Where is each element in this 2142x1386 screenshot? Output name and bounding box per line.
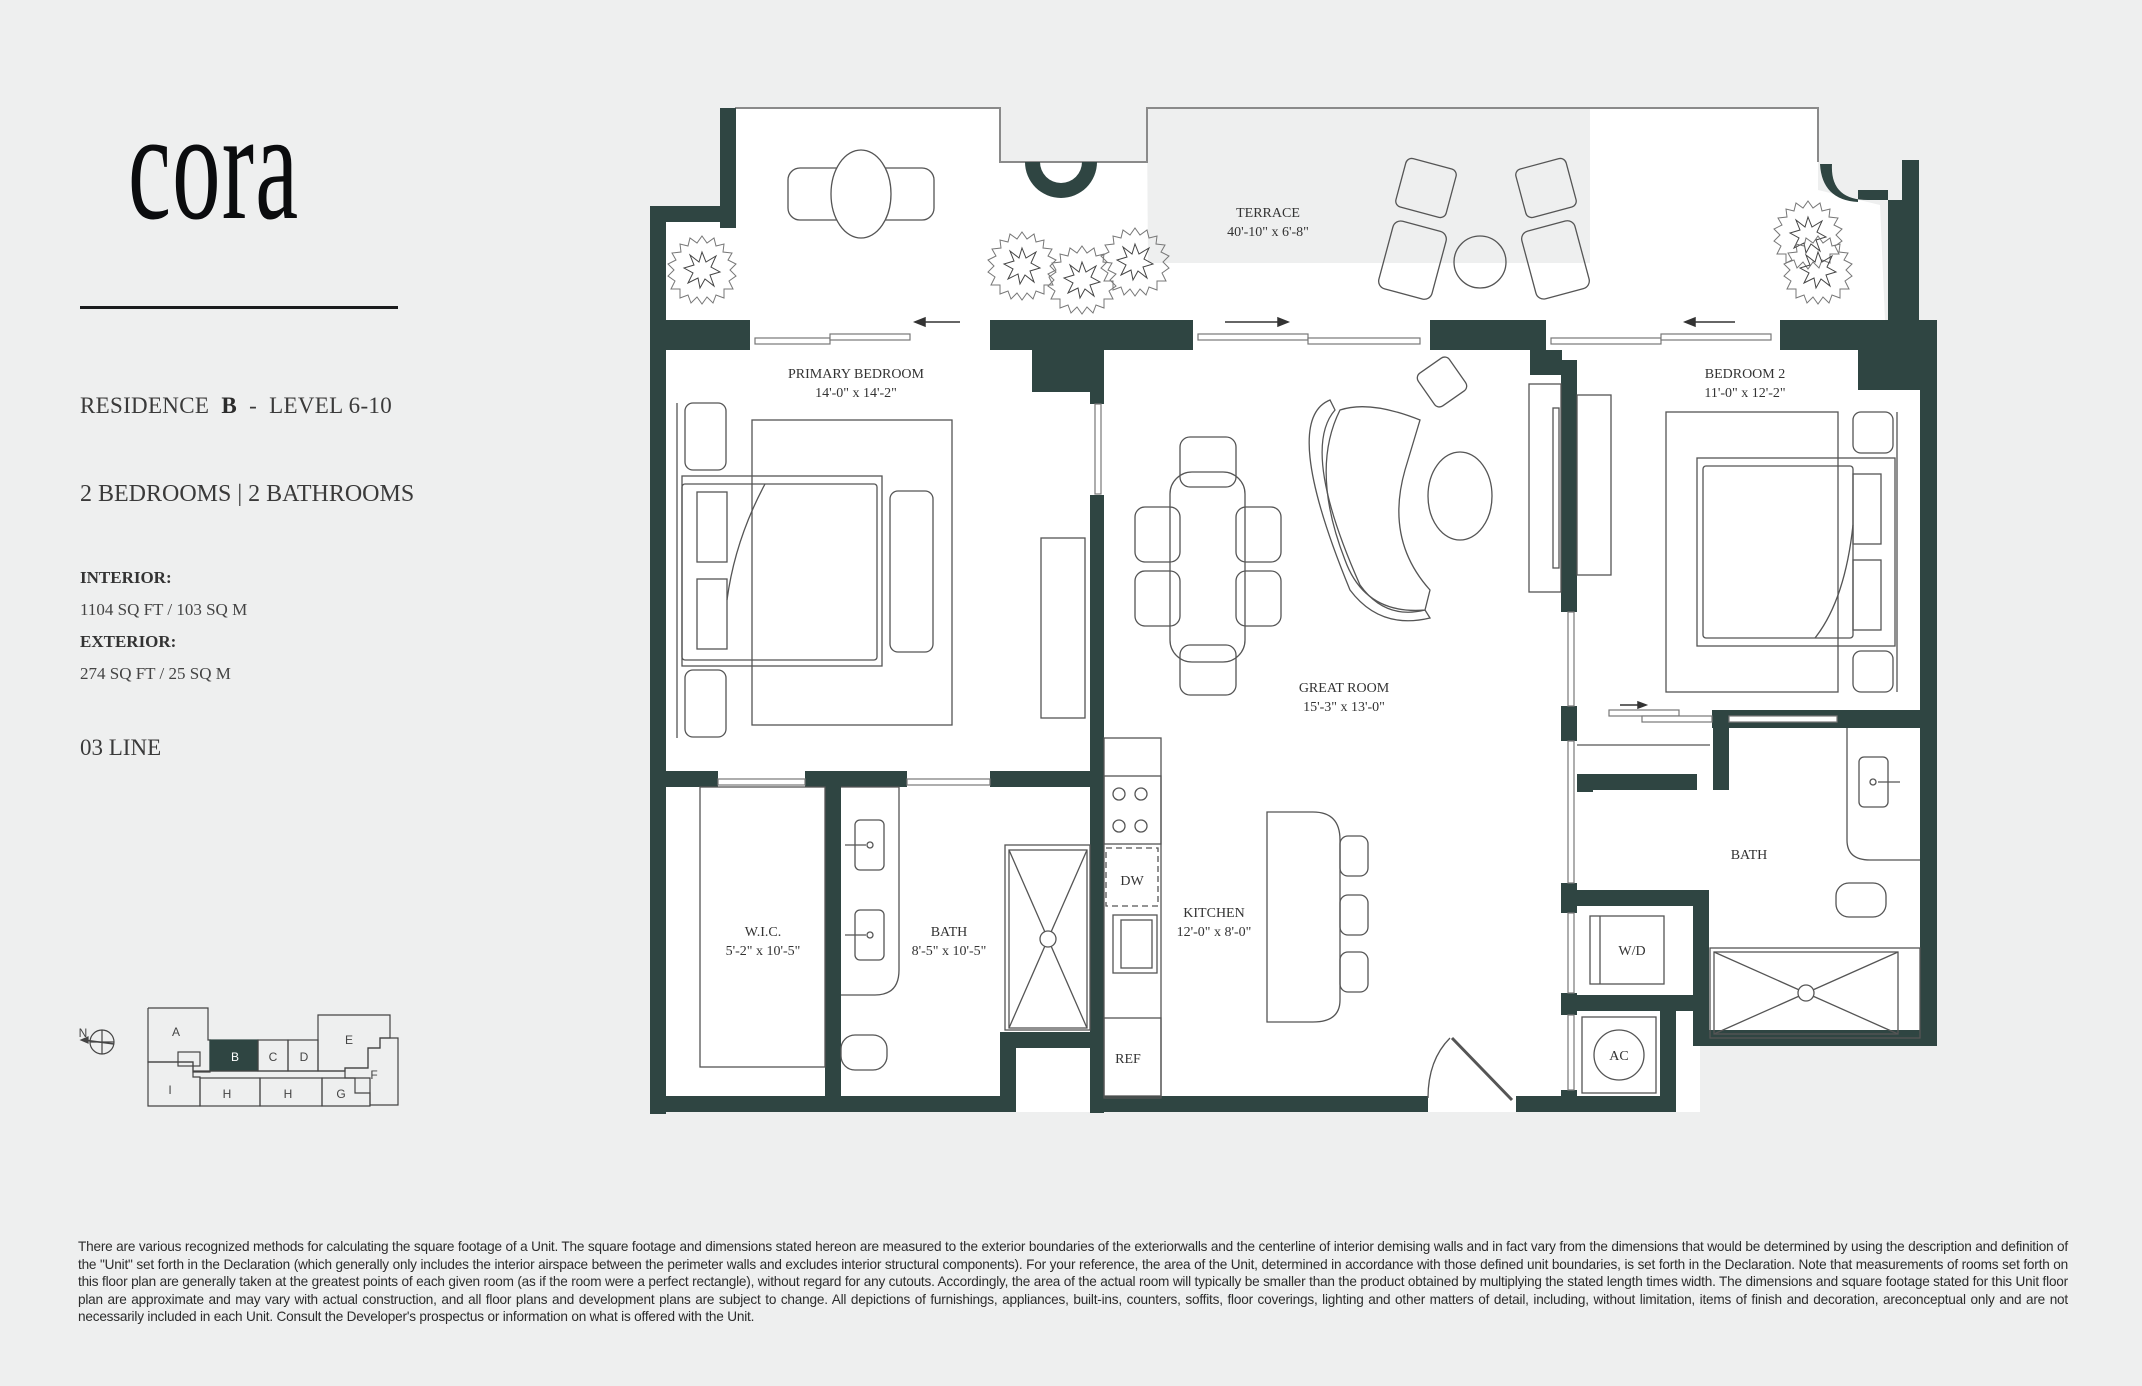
walls: [650, 108, 1937, 1114]
floor-area: [650, 108, 1935, 1112]
key-unit-i: I: [168, 1083, 171, 1097]
primary-bath-dims: 8'-5" x 10'-5": [912, 944, 987, 959]
key-plan: [79, 1007, 399, 1107]
wic-name: W.I.C.: [745, 925, 781, 940]
great-room-name: GREAT ROOM: [1299, 681, 1390, 696]
door-arrows: [912, 316, 1735, 710]
bedroom-2-name: BEDROOM 2: [1705, 367, 1786, 382]
key-unit-f: F: [370, 1068, 377, 1082]
compass-icon: [79, 1029, 115, 1055]
primary-bedroom-name: PRIMARY BEDROOM: [788, 367, 925, 382]
key-unit-d: D: [300, 1050, 309, 1064]
residence-title: RESIDENCE B - LEVEL 6-10: [80, 393, 392, 419]
furniture: [667, 149, 1921, 1102]
bedroom-2-dims: 11'-0" x 12'-2": [1704, 386, 1785, 401]
great-room-dims: 15'-3" x 13'-0": [1303, 700, 1385, 715]
washer-dryer-label: W/D: [1618, 944, 1645, 959]
sliding-doors: [717, 333, 1838, 1091]
terrace-corner: [1819, 100, 1939, 160]
north-label: N: [79, 1026, 88, 1040]
key-unit-g: G: [336, 1087, 345, 1101]
logo-divider: [80, 306, 398, 309]
ac-label: AC: [1609, 1049, 1628, 1064]
primary-bedroom-dims: 14'-0" x 14'-2": [815, 386, 897, 401]
interior-label: INTERIOR:: [80, 568, 172, 587]
residence-levels: LEVEL 6-10: [269, 393, 393, 418]
key-unit-h2: H: [284, 1087, 293, 1101]
exterior-area: 274 SQ FT / 25 SQ M: [80, 664, 231, 683]
key-plan-labels: N A B C D E F G H H I: [79, 1025, 378, 1101]
key-unit-e: E: [345, 1033, 353, 1047]
unit-line: 03 LINE: [80, 735, 162, 760]
residence-unit: B: [221, 393, 237, 418]
dishwasher-label: DW: [1120, 874, 1144, 889]
bath-2-name: BATH: [1731, 848, 1768, 863]
key-unit-c: C: [269, 1050, 278, 1064]
terrace-dims: 40'-10" x 6'-8": [1227, 225, 1309, 240]
brand-logo: cora: [128, 79, 300, 252]
room-labels: TERRACE 40'-10" x 6'-8" PRIMARY BEDROOM …: [726, 206, 1786, 1067]
exterior-label: EXTERIOR:: [80, 632, 177, 651]
key-unit-b: B: [231, 1050, 239, 1064]
residence-prefix: RESIDENCE: [80, 393, 210, 418]
refrigerator-label: REF: [1115, 1052, 1141, 1067]
bed-bath-count: 2 BEDROOMS | 2 BATHROOMS: [80, 481, 415, 507]
residence-separator: -: [249, 393, 258, 418]
legal-disclaimer: There are various recognized methods for…: [78, 1239, 2068, 1325]
terrace-outline: [735, 107, 1819, 163]
terrace-notch: [1001, 100, 1146, 161]
kitchen-dims: 12'-0" x 8'-0": [1177, 925, 1252, 940]
kitchen-name: KITCHEN: [1183, 906, 1244, 921]
key-unit-a: A: [172, 1025, 180, 1039]
interior-area: 1104 SQ FT / 103 SQ M: [80, 600, 248, 619]
key-unit-b-highlight: [209, 1039, 259, 1072]
primary-bath-name: BATH: [931, 925, 968, 940]
terrace-name: TERRACE: [1236, 206, 1300, 221]
key-unit-h1: H: [223, 1087, 232, 1101]
wic-dims: 5'-2" x 10'-5": [726, 944, 801, 959]
